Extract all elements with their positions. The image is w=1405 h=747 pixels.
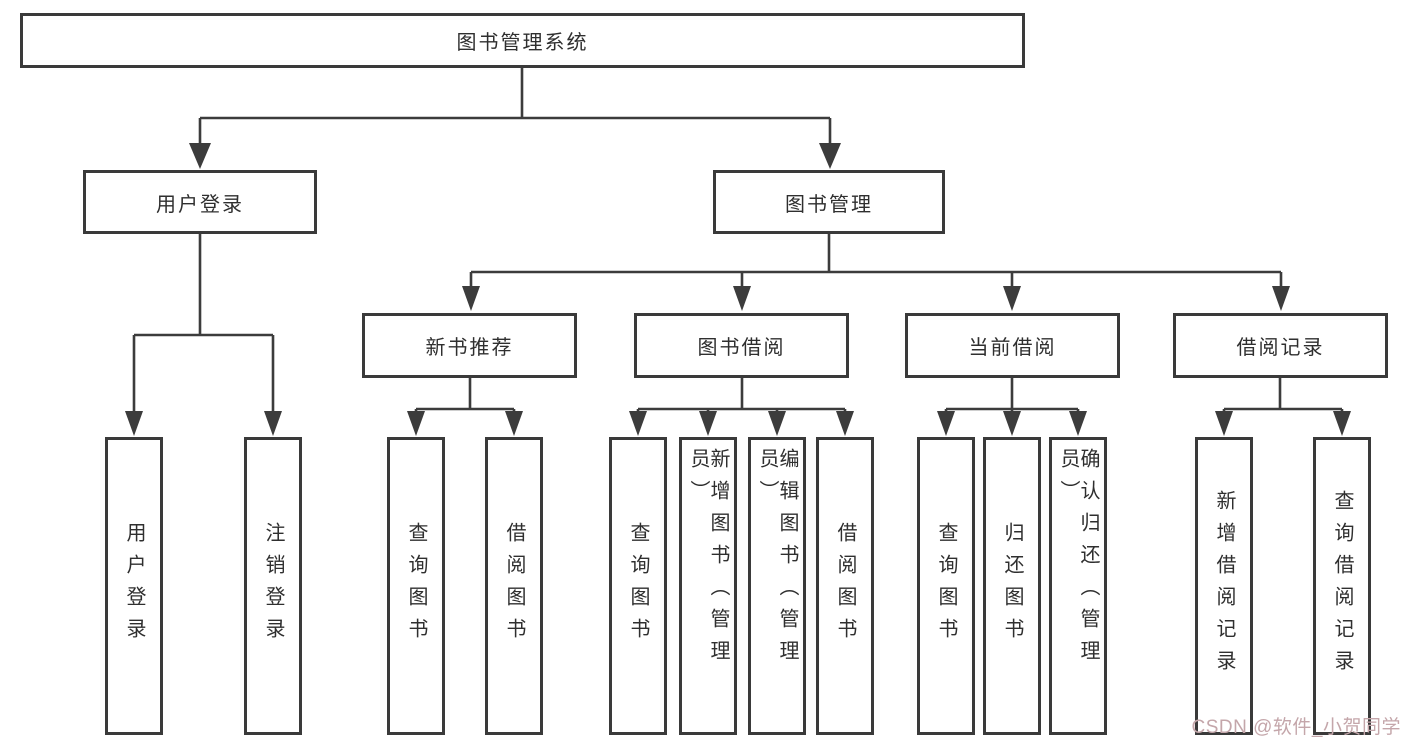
- node-borrowing-records: 借阅记录: [1173, 313, 1388, 378]
- leaf-borrow-books: 借阅图书: [816, 437, 874, 735]
- leaf-add-borrow-record: 新增借阅记录: [1195, 437, 1253, 735]
- node-library-management-system: 图书管理系统: [20, 13, 1025, 68]
- leaf-add-book-admin: 新增图书（管理员）: [679, 437, 737, 735]
- leaf-confirm-return-admin: 确认归还（管理员）: [1049, 437, 1107, 735]
- leaf-query-books-recommend: 查询图书: [387, 437, 445, 735]
- leaf-return-book: 归还图书: [983, 437, 1041, 735]
- node-book-management: 图书管理: [713, 170, 945, 234]
- leaf-query-borrow-record: 查询借阅记录: [1313, 437, 1371, 735]
- node-book-borrowing: 图书借阅: [634, 313, 849, 378]
- node-current-borrowing: 当前借阅: [905, 313, 1120, 378]
- leaf-query-books-borrowing: 查询图书: [609, 437, 667, 735]
- node-user-login: 用户登录: [83, 170, 317, 234]
- leaf-user-login: 用户登录: [105, 437, 163, 735]
- node-new-book-recommend: 新书推荐: [362, 313, 577, 378]
- leaf-query-books-current: 查询图书: [917, 437, 975, 735]
- leaf-borrow-books-recommend: 借阅图书: [485, 437, 543, 735]
- leaf-edit-book-admin: 编辑图书（管理员）: [748, 437, 806, 735]
- leaf-logout: 注销登录: [244, 437, 302, 735]
- csdn-watermark: CSDN @软件_小贺同学: [1191, 717, 1401, 738]
